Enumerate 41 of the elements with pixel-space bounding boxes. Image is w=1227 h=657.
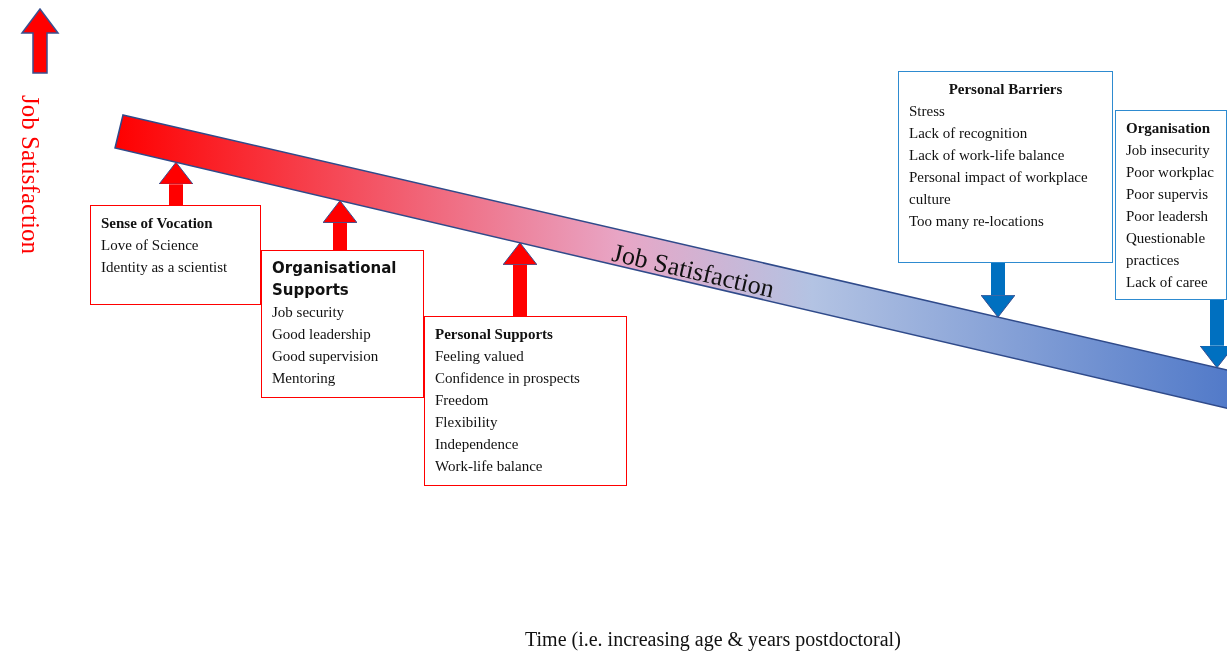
list-item: Job insecurity [1126, 141, 1211, 160]
block-arrow [322, 200, 358, 250]
list-item: Work-life balance [435, 457, 544, 476]
list-item: Personal impact of workplace culture [909, 168, 1089, 209]
list-item: Love of Science [101, 236, 200, 255]
box-heading: Organisation [1126, 119, 1212, 138]
list-item: Feeling valued [435, 347, 525, 366]
text-box [261, 250, 424, 398]
list-item: Job security [272, 303, 346, 322]
box-heading: Personal Supports [435, 325, 554, 344]
list-item: Stress [909, 102, 946, 121]
list-item: Questionable practices [1126, 229, 1207, 270]
band-label: Job Satisfaction [609, 238, 778, 305]
block-arrow [1199, 300, 1227, 369]
list-item: Freedom [435, 391, 490, 410]
list-item: Lack of recognition [909, 124, 1029, 143]
list-item: Good leadership [272, 325, 372, 344]
list-item: Lack of caree [1126, 273, 1209, 292]
box-heading: Sense of Vocation [101, 214, 214, 233]
list-item: Poor workplac [1126, 163, 1215, 182]
list-item: Lack of work-life balance [909, 146, 1066, 165]
list-item: Flexibility [435, 413, 499, 432]
axis-label: Job Satisfaction [16, 95, 44, 254]
block-arrow [502, 242, 538, 316]
list-item: Identity as a scientist [101, 258, 229, 277]
list-item: Too many re-locations [909, 212, 1045, 231]
list-item: Poor leadersh [1126, 207, 1210, 226]
block-arrow [158, 161, 194, 205]
text-box [1115, 110, 1227, 300]
block-arrow [980, 263, 1016, 318]
text-box [90, 205, 261, 305]
text-box [424, 316, 627, 486]
text-box [898, 71, 1113, 263]
axis-label: Time (i.e. increasing age & years postdoctoral) [525, 628, 901, 651]
box-heading: Personal Barriers [947, 80, 1064, 99]
list-item: Mentoring [272, 369, 337, 388]
list-item: Good supervision [272, 347, 380, 366]
box-heading: Organisational Supports [272, 258, 398, 301]
list-item: Independence [435, 435, 520, 454]
list-item: Confidence in prospects [435, 369, 581, 388]
list-item: Poor supervis [1126, 185, 1210, 204]
